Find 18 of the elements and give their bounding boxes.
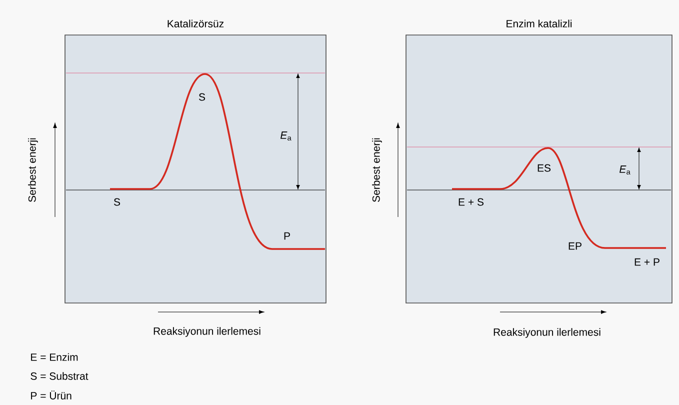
legend-text: E = Enzim — [31, 353, 78, 361]
activation-energy-label: E$_{a}$ — [280, 132, 292, 140]
curve-label: P — [284, 232, 290, 240]
panel-title: Enzim katalizli — [506, 20, 572, 28]
activation-energy-label: E$_{a}$ — [620, 166, 630, 174]
panel-title: Katalizörsüz — [168, 20, 224, 28]
axis-label: Serbest enerji — [372, 138, 382, 202]
axis-label: Reaksiyonun ilerlemesi — [154, 327, 260, 337]
axis-label: Serbest enerji — [28, 138, 38, 202]
curve-label: EP — [568, 242, 582, 250]
curve-label: S — [198, 93, 206, 101]
curve-label: E + S — [458, 198, 484, 206]
axis-label: Reaksiyonun ilerlemesi — [494, 328, 600, 338]
legend-text: S = Substrat — [30, 372, 88, 380]
curve-label: ES — [538, 164, 551, 172]
legend-text: P = Ürün — [31, 390, 72, 400]
curve-label: E + P — [634, 258, 660, 266]
curve-label: S — [114, 198, 120, 206]
